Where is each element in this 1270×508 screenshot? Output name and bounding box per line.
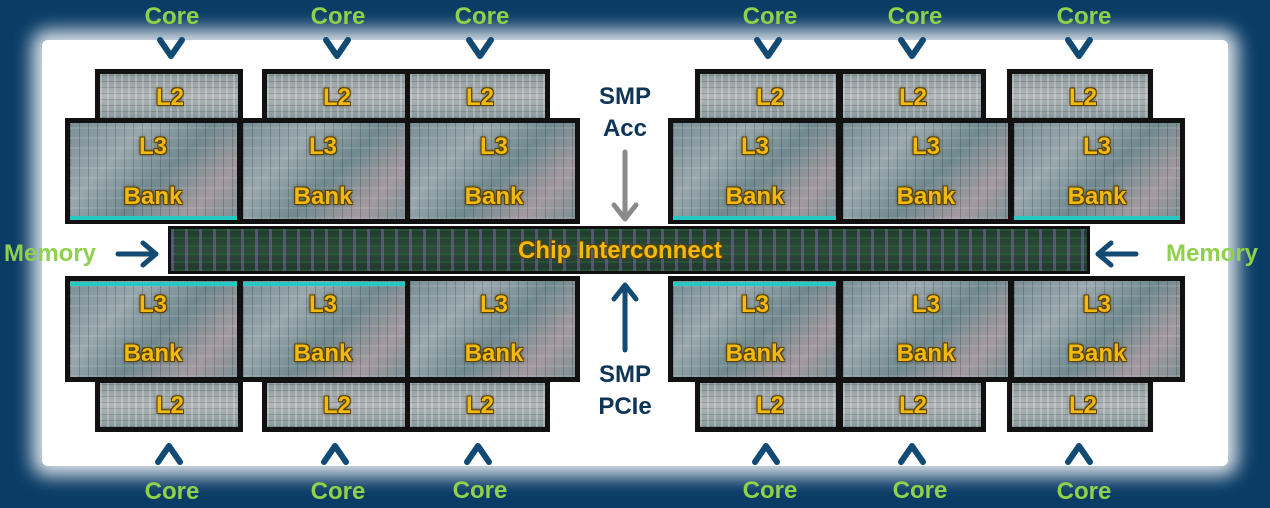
chevron-down-icon xyxy=(469,40,491,56)
chevron-down-icon xyxy=(901,40,923,56)
chevron-up-icon xyxy=(755,446,777,462)
chevron-up-icon xyxy=(158,446,180,462)
chevron-up-icon xyxy=(1068,446,1090,462)
chevron-down-icon xyxy=(757,40,779,56)
chevron-down-icon xyxy=(326,40,348,56)
chevron-up-icon xyxy=(901,446,923,462)
chevron-up-icon xyxy=(467,446,489,462)
chevron-up-icon xyxy=(324,446,346,462)
chevron-down-icon xyxy=(160,40,182,56)
chevron-down-icon xyxy=(1068,40,1090,56)
